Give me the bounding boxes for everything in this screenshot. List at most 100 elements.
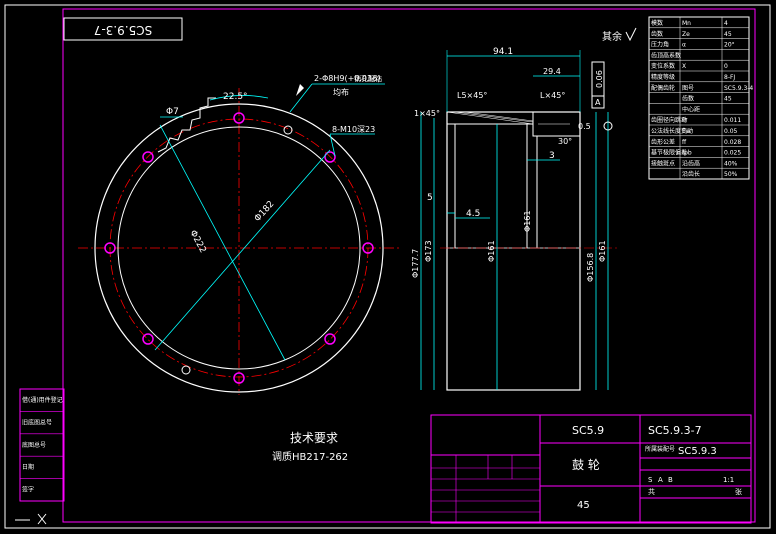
param-label: 齿形公差 <box>651 138 675 146</box>
drawing-number-box <box>63 17 183 41</box>
holes-label: 2-Φ8H9(+0.036) <box>314 74 380 83</box>
bolt-hole <box>362 242 374 254</box>
hatching <box>446 111 534 125</box>
chamfer1-label: L5×45° <box>457 91 487 100</box>
d45-label: 4.5 <box>466 209 480 219</box>
d30-label: 30° <box>558 137 572 146</box>
bolt-hole <box>142 151 154 163</box>
param-value: 4 <box>724 20 728 27</box>
holes-even-label: 均布 <box>333 87 349 97</box>
tol-box-label: 0.06 <box>595 70 604 88</box>
bolt-hole <box>233 372 245 384</box>
bore-label: Φ182 <box>253 199 277 224</box>
param-value: 40% <box>724 160 738 167</box>
param-symbol: X <box>682 63 686 70</box>
bore-circle <box>117 126 361 370</box>
param-value: 0.05 <box>724 128 738 135</box>
param-symbol: Ze <box>682 31 690 38</box>
param-value: SC5.9.3-4 <box>724 85 753 92</box>
ucs-axis-icon <box>15 513 47 525</box>
pin-note-label: 销孔配钻 <box>354 74 382 83</box>
param-value: 20° <box>724 42 735 49</box>
param-label: 配偶齿轮 <box>651 84 675 92</box>
pitch-circle <box>109 118 369 378</box>
chamfer3-label: 1×45° <box>414 109 440 118</box>
datum-marker-icon <box>603 121 613 131</box>
pin-hole <box>283 125 293 135</box>
tb-stage-s: S <box>648 476 653 484</box>
bolt-hole <box>324 333 336 345</box>
param-label: 精度等级 <box>651 73 675 81</box>
param-symbol: 沿齿高 <box>682 159 700 167</box>
chamfer2-label: L×45° <box>540 91 565 100</box>
len-total-label: 94.1 <box>493 47 513 57</box>
d3-label: 3 <box>549 151 555 161</box>
bore-leader <box>154 149 331 351</box>
param-value: 45 <box>724 31 732 38</box>
param-label: 接触斑点 <box>651 159 675 167</box>
tech-req-line1: 调质HB217-262 <box>272 451 348 463</box>
pcd-label: Φ222 <box>187 229 207 255</box>
holes-leader <box>289 83 313 113</box>
roughness-note: 其余 <box>602 30 622 43</box>
left-strip-label: 借(通)用件登记 <box>22 396 63 404</box>
tb-doc-no-top: SC5.9 <box>572 424 604 437</box>
param-label: 公法线长度变动 <box>651 127 693 135</box>
outer-circle <box>94 103 384 393</box>
tb-sheet-right: 张 <box>735 487 742 496</box>
drawing-number-mirrored: SC5.9.3-7 <box>94 23 153 37</box>
angle-arc <box>209 95 269 101</box>
tolerance-ref-box <box>591 95 605 109</box>
tap-label: 8-M10深23 <box>332 125 375 134</box>
param-table-border <box>648 16 750 180</box>
left-strip-label: 签字 <box>22 486 34 494</box>
dia1-label: Φ177.7 <box>411 249 420 278</box>
param-label: 变位系数 <box>651 62 675 70</box>
tb-stage-a: A <box>658 476 663 484</box>
hub-section <box>532 111 581 137</box>
d5-label: 5 <box>427 193 433 203</box>
param-label: 压力角 <box>651 41 669 49</box>
roughness-symbol-icon <box>625 27 637 42</box>
runout-label: 0.5 <box>578 122 591 131</box>
param-symbol: 图号 <box>682 85 694 92</box>
tb-material: 45 <box>577 500 590 511</box>
param-label: 齿圈径向跳动 <box>651 116 687 124</box>
param-value: 50% <box>724 171 738 178</box>
param-symbol: α <box>682 42 686 49</box>
tap-leader <box>329 133 336 157</box>
bolt-holes <box>104 112 374 384</box>
tb-part-name: 鼓 轮 <box>572 458 600 472</box>
left-strip-label: 旧底图总号 <box>22 418 52 426</box>
tol-ref-label: A <box>595 98 601 107</box>
param-symbol: 中心距 <box>682 105 700 113</box>
gear-teeth-fragment <box>157 97 216 153</box>
tb-assembly: SC5.9.3 <box>678 446 717 457</box>
angle-label: 22.5° <box>223 92 248 102</box>
tb-stage-b: B <box>668 476 673 484</box>
pin-hole <box>181 365 191 375</box>
gear-front-view: 22.5° 2-Φ8H9(+0.036) 销孔配钻 均布 8-M10深23 Φ7… <box>78 74 402 395</box>
param-label: 齿顶高系数 <box>651 51 681 59</box>
dia4-label: Φ161 <box>523 210 532 232</box>
pcd-leader <box>159 124 286 361</box>
title-block: SC5.9 SC5.9.3-7 鼓 轮 45 所属装配号 SC5.9.3 1:1… <box>430 414 752 524</box>
tech-req-title: 技术要求 <box>290 431 338 445</box>
tb-assembly-label: 所属装配号 <box>645 445 675 453</box>
dia6-label: Φ161 <box>598 240 607 262</box>
module-label: Φ7 <box>166 107 179 117</box>
tb-scale: 1:1 <box>723 476 734 484</box>
left-strip-label: 日期 <box>22 463 34 471</box>
param-symbol: 齿数 <box>682 95 694 103</box>
arrow-icon <box>296 84 304 96</box>
param-value: 0.011 <box>724 117 741 124</box>
left-strip-label: 底图总号 <box>22 441 46 449</box>
drum-outline <box>446 111 581 391</box>
param-symbol: ff <box>682 139 687 146</box>
param-label: 基节极限偏差 <box>651 149 687 157</box>
param-label: 模数 <box>651 19 663 27</box>
dia2-label: Φ173 <box>424 240 433 262</box>
